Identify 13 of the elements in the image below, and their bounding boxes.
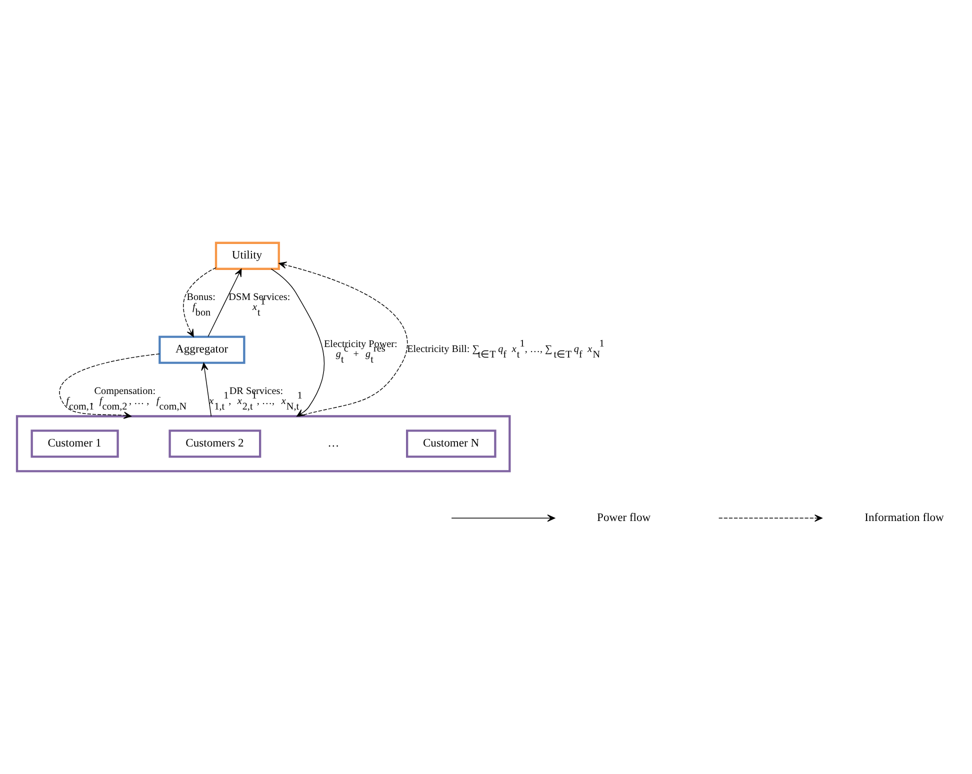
node-box: Aggregator [158,336,246,364]
arrow [59,354,160,419]
arrow [183,267,216,338]
cluster [16,415,511,472]
node-box: Customer N [406,430,496,458]
arrow [201,362,212,417]
arrow [208,268,242,337]
label: … [328,437,340,450]
node-box: Customers 2 [168,430,262,458]
legend-label: Information flow [864,512,944,524]
legend-label: Power flow [597,512,651,524]
node-box: Utility [214,242,280,270]
node-box: Customer 1 [30,430,119,458]
